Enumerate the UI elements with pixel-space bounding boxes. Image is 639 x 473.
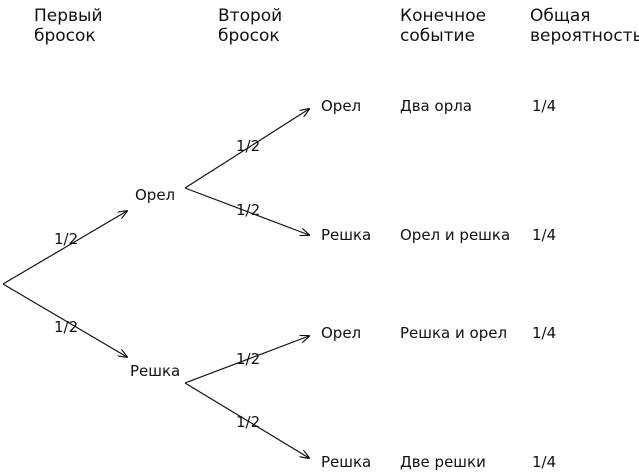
header-second-toss: Второй бросок bbox=[218, 6, 282, 46]
header-first-toss-line2: бросок bbox=[34, 26, 96, 46]
total-4: 1/4 bbox=[532, 453, 557, 471]
total-2: 1/4 bbox=[532, 226, 557, 244]
header-final-event: Конечное событие bbox=[400, 6, 486, 46]
header-total-probability: Общая вероятность bbox=[530, 6, 639, 46]
node-second-4: Решка bbox=[321, 453, 372, 471]
edge-root-to-tails bbox=[2, 283, 127, 357]
prob-second-3: 1/2 bbox=[236, 350, 261, 368]
header-first-toss: Первый бросок bbox=[34, 6, 103, 46]
node-second-2: Решка bbox=[321, 226, 372, 244]
header-second-toss-line1: Второй bbox=[218, 6, 283, 26]
edge-tails-to-heads bbox=[184, 336, 309, 384]
total-3: 1/4 bbox=[532, 324, 557, 342]
prob-second-4: 1/2 bbox=[236, 413, 261, 431]
prob-first-heads: 1/2 bbox=[54, 230, 79, 248]
header-total-probability-line1: Общая bbox=[530, 6, 591, 26]
node-first-tails: Решка bbox=[130, 362, 181, 380]
node-second-3: Орел bbox=[321, 324, 362, 342]
header-final-event-line1: Конечное bbox=[400, 6, 487, 26]
node-second-1: Орел bbox=[321, 97, 362, 115]
edge-heads-to-tails bbox=[184, 187, 309, 235]
header-total-probability-line2: вероятность bbox=[530, 26, 639, 46]
event-4: Две решки bbox=[400, 453, 486, 471]
node-first-heads: Орел bbox=[135, 186, 176, 204]
prob-second-1: 1/2 bbox=[236, 137, 261, 155]
total-1: 1/4 bbox=[532, 97, 557, 115]
prob-second-2: 1/2 bbox=[236, 201, 261, 219]
event-1: Два орла bbox=[400, 97, 472, 115]
prob-first-tails: 1/2 bbox=[54, 318, 79, 336]
event-2: Орел и решка bbox=[400, 226, 511, 244]
event-3: Решка и орел bbox=[400, 324, 508, 342]
edge-heads-to-heads bbox=[184, 109, 309, 189]
header-second-toss-line2: бросок bbox=[218, 26, 280, 46]
edge-tails-to-tails bbox=[184, 382, 309, 458]
header-first-toss-line1: Первый bbox=[34, 6, 103, 26]
edge-root-to-heads bbox=[2, 211, 127, 285]
header-final-event-line2: событие bbox=[400, 26, 476, 46]
